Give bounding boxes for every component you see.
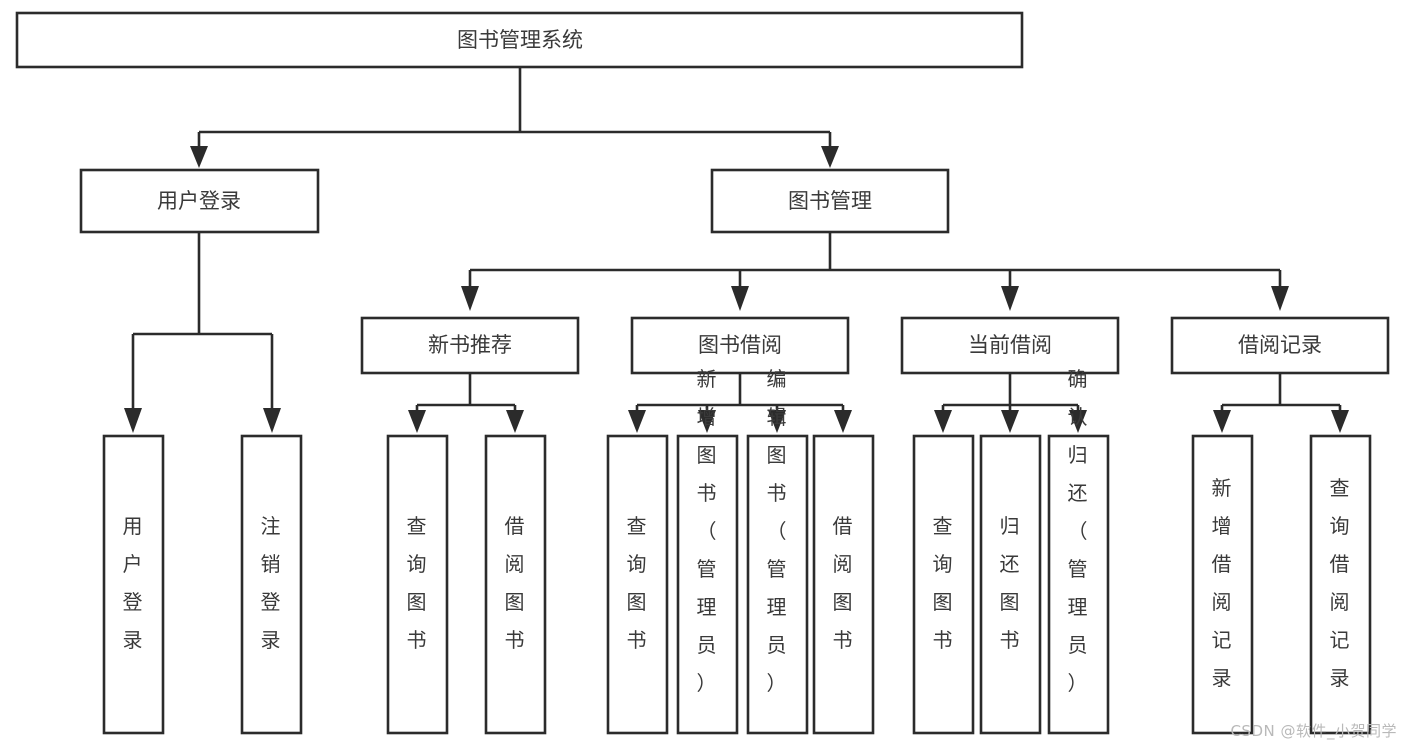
leaf-edit-book-box[interactable]: [746, 434, 809, 735]
arrow-leaf-add-record: [1213, 410, 1231, 433]
leaf-borrow-book-2-label: 借阅图书: [833, 514, 854, 652]
arrow-leaf-borrow-book-1: [506, 410, 524, 433]
node-user-login-box[interactable]: [79, 168, 320, 234]
leaf-add-book-label: 新增图书（管理员）: [697, 367, 718, 695]
leaf-confirm-return[interactable]: 确认归还（管理员）: [1047, 367, 1110, 735]
arrow-leaf-add-book: [698, 410, 716, 433]
node-user-login[interactable]: 用户登录: [79, 168, 320, 234]
arrow-to-borrow-record: [1271, 286, 1289, 311]
leaf-user-logout-label: 注销登录: [261, 514, 282, 652]
node-user-login-label: 用户登录: [157, 189, 241, 213]
node-borrow-record-box[interactable]: [1170, 316, 1390, 375]
arrow-leaf-edit-book: [768, 410, 786, 433]
leaf-borrow-book-2-box[interactable]: [812, 434, 875, 735]
arrow-leaf-user-login: [124, 408, 142, 433]
arrow-to-book-manage: [821, 146, 839, 168]
arrow-leaf-query-book-2: [628, 410, 646, 433]
node-book-manage[interactable]: 图书管理: [710, 168, 950, 234]
leaf-user-login-label: 用户登录: [123, 514, 144, 652]
node-borrow-record-label: 借阅记录: [1238, 333, 1322, 357]
arrow-leaf-borrow-book-2: [834, 410, 852, 433]
node-new-book-recommend-box[interactable]: [360, 316, 580, 375]
leaf-query-book-2[interactable]: 查询图书: [606, 434, 669, 735]
leaf-query-book-1[interactable]: 查询图书: [386, 434, 449, 735]
node-borrow-record[interactable]: 借阅记录: [1170, 316, 1390, 375]
leaf-user-logout[interactable]: 注销登录: [240, 434, 303, 735]
leaf-user-login[interactable]: 用户登录: [102, 434, 165, 735]
node-current-borrow[interactable]: 当前借阅: [900, 316, 1120, 375]
node-book-manage-box[interactable]: [710, 168, 950, 234]
node-current-borrow-box[interactable]: [900, 316, 1120, 375]
leaf-add-book[interactable]: 新增图书（管理员）: [676, 367, 739, 735]
leaf-borrow-book-1[interactable]: 借阅图书: [484, 434, 547, 735]
arrow-leaf-user-logout: [263, 408, 281, 433]
arrow-leaf-query-book-1: [408, 410, 426, 433]
connectors-group: [124, 67, 1349, 433]
leaf-confirm-return-box[interactable]: [1047, 434, 1110, 735]
leaf-add-record-label: 新增借阅记录: [1212, 476, 1233, 690]
node-new-book-recommend-label: 新书推荐: [428, 333, 512, 357]
csdn-watermark: CSDN @软件_小贺同学: [1230, 722, 1397, 740]
arrow-to-new-book-recommend: [461, 286, 479, 311]
leaf-query-book-2-box[interactable]: [606, 434, 669, 735]
leaf-confirm-return-label: 确认归还（管理员）: [1068, 367, 1089, 695]
leaf-add-record[interactable]: 新增借阅记录: [1191, 434, 1254, 735]
leaf-query-book-3-box[interactable]: [912, 434, 975, 735]
node-book-borrow-box[interactable]: [630, 316, 850, 375]
arrow-to-current-borrow: [1001, 286, 1019, 311]
leaf-borrow-book-1-label: 借阅图书: [505, 514, 526, 652]
node-current-borrow-label: 当前借阅: [968, 333, 1052, 357]
node-root-box[interactable]: [15, 11, 1024, 69]
leaf-return-book-box[interactable]: [979, 434, 1042, 735]
arrow-to-book-borrow: [731, 286, 749, 311]
leaf-query-record-box[interactable]: [1309, 434, 1372, 735]
leaf-add-record-box[interactable]: [1191, 434, 1254, 735]
arrow-to-user-login: [190, 146, 208, 168]
leaf-edit-book[interactable]: 编辑图书（管理员）: [746, 367, 809, 735]
leaf-query-book-3-label: 查询图书: [933, 514, 954, 652]
arrow-leaf-query-record: [1331, 410, 1349, 433]
leaf-add-book-box[interactable]: [676, 434, 739, 735]
node-root-label: 图书管理系统: [457, 28, 583, 52]
node-book-borrow[interactable]: 图书借阅: [630, 316, 850, 375]
leaf-borrow-book-1-box[interactable]: [484, 434, 547, 735]
node-book-manage-label: 图书管理: [788, 189, 872, 213]
leaf-return-book-label: 归还图书: [1000, 514, 1021, 652]
leaf-query-book-1-box[interactable]: [386, 434, 449, 735]
arrow-leaf-return-book: [1001, 410, 1019, 433]
leaf-user-logout-box[interactable]: [240, 434, 303, 735]
leaf-query-record[interactable]: 查询借阅记录: [1309, 434, 1372, 735]
arrow-leaf-confirm-return: [1069, 410, 1087, 433]
leaf-query-book-2-label: 查询图书: [627, 514, 648, 652]
leaf-query-book-1-label: 查询图书: [407, 514, 428, 652]
leaf-return-book[interactable]: 归还图书: [979, 434, 1042, 735]
leaf-user-login-box[interactable]: [102, 434, 165, 735]
node-new-book-recommend[interactable]: 新书推荐: [360, 316, 580, 375]
arrow-leaf-query-book-3: [934, 410, 952, 433]
leaf-query-book-3[interactable]: 查询图书: [912, 434, 975, 735]
node-root[interactable]: 图书管理系统: [15, 11, 1024, 69]
leaf-query-record-label: 查询借阅记录: [1330, 476, 1351, 690]
leaf-edit-book-label: 编辑图书（管理员）: [767, 367, 788, 695]
node-book-borrow-label: 图书借阅: [698, 333, 782, 357]
leaf-borrow-book-2[interactable]: 借阅图书: [812, 434, 875, 735]
